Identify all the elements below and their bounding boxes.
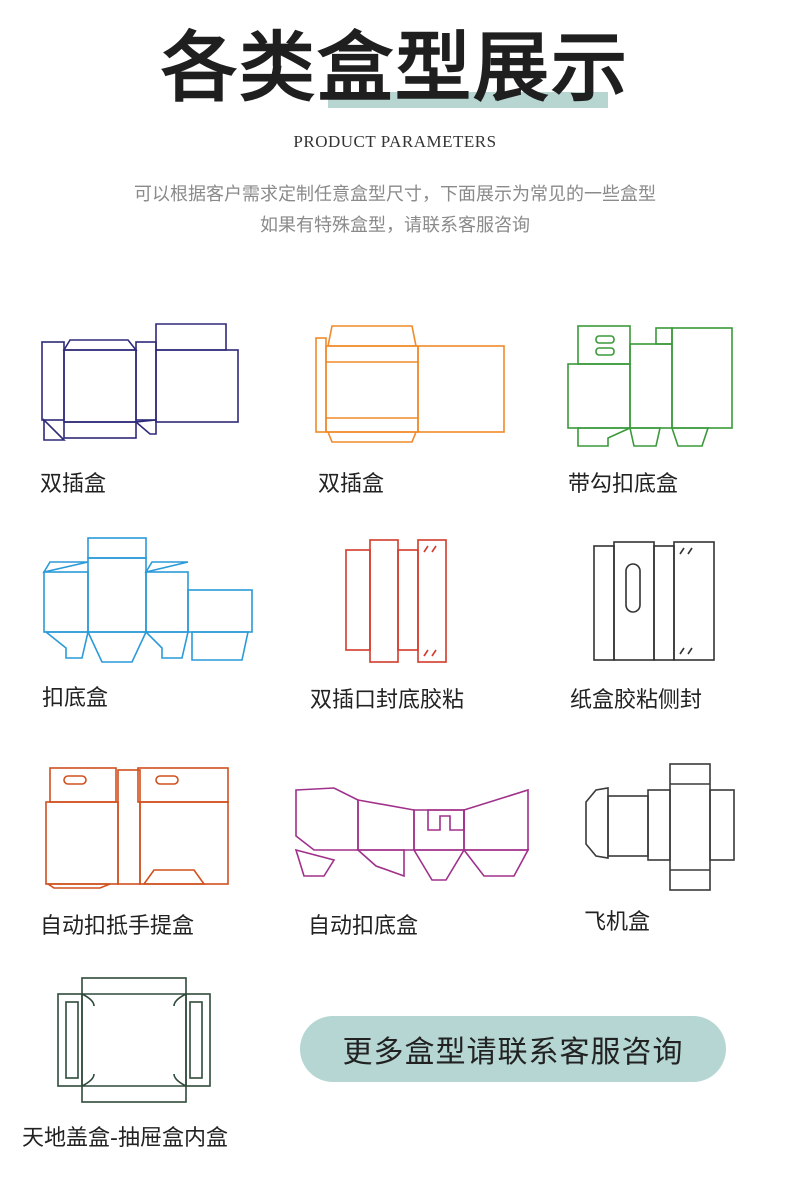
description-line-1: 可以根据客户需求定制任意盒型尺寸，下面展示为常见的一些盒型: [134, 184, 656, 205]
box-label: 天地盖盒-抽屉盒内盒: [22, 1126, 228, 1151]
contact-service-button[interactable]: 更多盒型请联系客服咨询: [300, 1016, 726, 1082]
box-label: 双插口封底胶粘: [310, 688, 465, 713]
title-underline: [328, 92, 608, 108]
box-label: 飞机盒: [584, 910, 651, 935]
page-title: 各类盒型展示: [161, 23, 629, 112]
page-subtitle: PRODUCT PARAMETERS: [293, 132, 497, 151]
box-label: 带勾扣底盒: [568, 472, 679, 497]
box-label: 双插盒: [318, 472, 385, 497]
box-label: 自动扣抵手提盒: [40, 914, 195, 939]
box-label: 双插盒: [40, 472, 107, 497]
description-line-2: 如果有特殊盒型，请联系客服咨询: [260, 215, 530, 236]
box-label: 自动扣底盒: [308, 914, 419, 939]
title-area: 各类盒型展示: [0, 26, 790, 110]
box-label: 纸盒胶粘侧封: [570, 688, 703, 713]
box-label: 扣底盒: [42, 686, 109, 711]
